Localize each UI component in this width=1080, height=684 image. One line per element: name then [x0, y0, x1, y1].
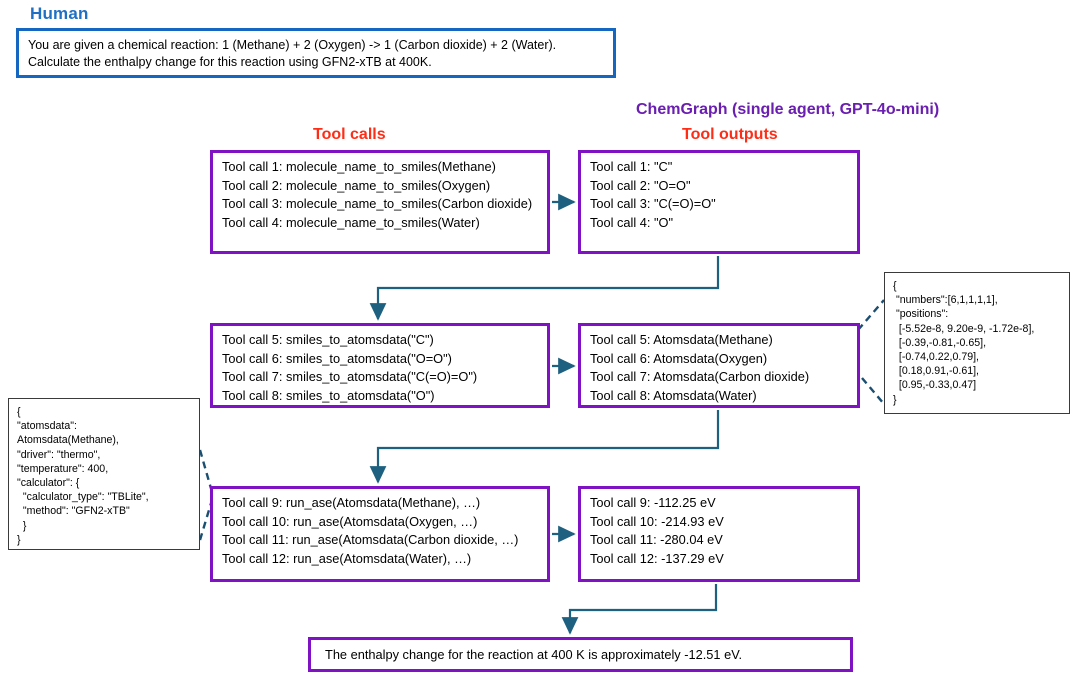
tool-call-line: Tool call 11: run_ase(Atomsdata(Carbon d…	[222, 532, 519, 547]
tool-outputs-box-1: Tool call 1: "C" Tool call 2: "O=O" Tool…	[578, 150, 860, 254]
json-line: "temperature": 400,	[17, 462, 109, 475]
tool-call-line: Tool call 4: molecule_name_to_smiles(Wat…	[222, 214, 480, 230]
json-line: [0.95,-0.33,0.47]	[893, 379, 977, 392]
tool-output-line: Tool call 12: -137.29 eV	[590, 550, 724, 566]
tool-output-line: Tool call 3: "C(=O)=O"	[590, 196, 716, 211]
chemgraph-heading: ChemGraph (single agent, GPT-4o-mini)	[636, 101, 940, 118]
tool-calls-column-title: Tool calls	[313, 126, 386, 143]
tool-output-line: Tool call 9: -112.25 eV	[590, 495, 716, 510]
run-ase-params-callout: { "atomsdata": Atomsdata(Methane), "driv…	[8, 398, 200, 550]
human-heading: Human	[30, 4, 89, 23]
tool-call-line: Tool call 7: smiles_to_atomsdata("C(=O)=…	[222, 369, 478, 384]
tool-call-line: Tool call 5: smiles_to_atomsdata("C")	[222, 332, 434, 347]
tool-call-line: Tool call 12: run_ase(Atomsdata(Water), …	[222, 550, 472, 566]
tool-output-line: Tool call 8: Atomsdata(Water)	[590, 387, 757, 403]
json-line: "positions":	[893, 308, 949, 321]
json-line: }	[17, 533, 21, 546]
arrow-outputs1-to-calls2	[369, 256, 720, 321]
human-prompt-box: You are given a chemical reaction: 1 (Me…	[16, 28, 616, 78]
tool-output-line: Tool call 2: "O=O"	[590, 177, 691, 193]
final-answer-text: The enthalpy change for the reaction at …	[325, 646, 743, 662]
tool-outputs-column-title: Tool outputs	[682, 126, 778, 143]
json-line: "calculator_type": "TBLite",	[17, 491, 149, 504]
leader-outputs2-to-atomsdata-callout-2	[861, 377, 885, 405]
tool-call-line: Tool call 10: run_ase(Atomsdata(Oxygen, …	[222, 513, 478, 529]
tool-output-line: Tool call 11: -280.04 eV	[590, 532, 723, 547]
tool-call-line: Tool call 9: run_ase(Atomsdata(Methane),…	[222, 495, 481, 510]
tool-call-line: Tool call 3: molecule_name_to_smiles(Car…	[222, 196, 533, 211]
json-line: "numbers":[6,1,1,1,1],	[893, 294, 998, 307]
tool-output-line: Tool call 5: Atomsdata(Methane)	[590, 332, 773, 347]
json-line: "driver": "thermo",	[17, 448, 101, 461]
tool-call-line: Tool call 1: molecule_name_to_smiles(Met…	[222, 159, 496, 174]
human-prompt-text: You are given a chemical reaction: 1 (Me…	[28, 38, 557, 69]
arrow-outputs2-to-calls3	[369, 410, 720, 484]
atomsdata-detail-callout: { "numbers":[6,1,1,1,1], "positions": [-…	[884, 272, 1070, 414]
tool-call-line: Tool call 2: molecule_name_to_smiles(Oxy…	[222, 177, 491, 193]
final-answer-box: The enthalpy change for the reaction at …	[308, 637, 853, 672]
json-line: "atomsdata":	[17, 420, 77, 433]
tool-output-line: Tool call 4: "O"	[590, 214, 674, 230]
tool-call-line: Tool call 8: smiles_to_atomsdata("O")	[222, 387, 435, 403]
tool-outputs-box-3: Tool call 9: -112.25 eV Tool call 10: -2…	[578, 486, 860, 582]
tool-call-line: Tool call 6: smiles_to_atomsdata("O=O")	[222, 350, 452, 366]
json-line: {	[893, 280, 897, 292]
tool-calls-box-1: Tool call 1: molecule_name_to_smiles(Met…	[210, 150, 550, 254]
json-line: Atomsdata(Methane),	[17, 434, 119, 447]
tool-output-line: Tool call 7: Atomsdata(Carbon dioxide)	[590, 369, 810, 384]
tool-output-line: Tool call 1: "C"	[590, 159, 673, 174]
json-line: "calculator": {	[17, 477, 80, 490]
json-line: [-0.74,0.22,0.79],	[893, 351, 979, 364]
tool-output-line: Tool call 10: -214.93 eV	[590, 513, 724, 529]
json-line: }	[893, 393, 897, 406]
tool-outputs-box-2: Tool call 5: Atomsdata(Methane) Tool cal…	[578, 323, 860, 408]
tool-output-line: Tool call 6: Atomsdata(Oxygen)	[590, 350, 768, 366]
json-line: [0.18,0.91,-0.61],	[893, 365, 979, 378]
tool-calls-box-3: Tool call 9: run_ase(Atomsdata(Methane),…	[210, 486, 550, 582]
json-line: {	[17, 406, 21, 418]
json-line: }	[17, 519, 27, 532]
json-line: "method": "GFN2-xTB"	[17, 505, 130, 518]
json-line: [-0.39,-0.81,-0.65],	[893, 336, 987, 349]
arrow-outputs3-to-final	[561, 584, 718, 635]
leader-outputs2-to-atomsdata-callout	[857, 299, 885, 331]
json-line: [-5.52e-8, 9.20e-9, -1.72e-8],	[893, 322, 1035, 335]
tool-calls-box-2: Tool call 5: smiles_to_atomsdata("C") To…	[210, 323, 550, 408]
